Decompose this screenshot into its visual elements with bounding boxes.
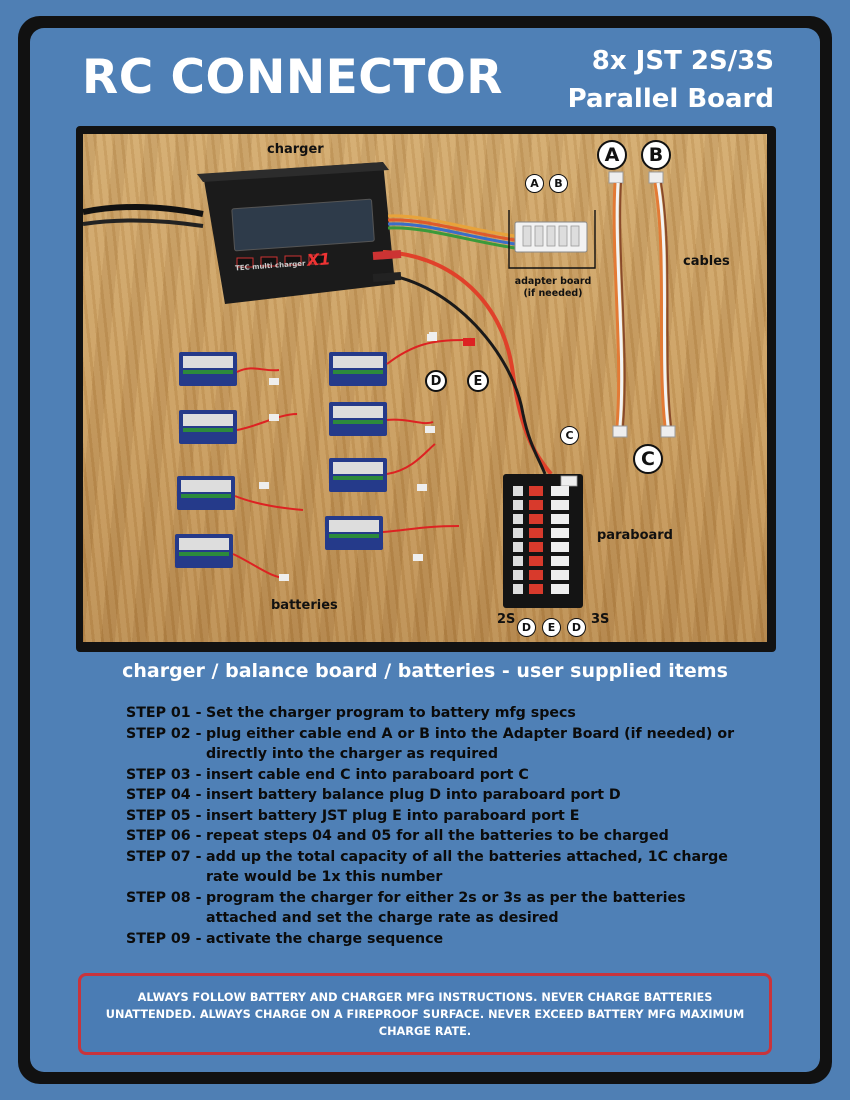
step-row: STEP 06 -repeat steps 04 and 05 for all …	[126, 826, 766, 847]
step-id: STEP 02 -	[126, 725, 202, 742]
batteries-label: batteries	[271, 598, 338, 613]
cable-a-shape	[608, 171, 628, 438]
marker-a-small: A	[525, 174, 544, 193]
step-row: STEP 03 -insert cable end C into paraboa…	[126, 765, 766, 786]
step-text: repeat steps 04 and 05 for all the batte…	[206, 828, 669, 844]
marker-d-port-2s: D	[517, 618, 536, 637]
paraboard-label: paraboard	[597, 528, 673, 543]
step-row: STEP 07 -add up the total capacity of al…	[126, 847, 766, 888]
step-id: STEP 03 -	[126, 766, 202, 783]
step-id: STEP 01 -	[126, 705, 202, 721]
step-text: add up the total capacity of all the bat…	[206, 848, 728, 886]
cables-label: cables	[683, 254, 730, 269]
adapter-board-label-line1: adapter board	[514, 276, 592, 287]
step-text: insert battery balance plug D into parab…	[206, 787, 621, 803]
step-id: STEP 06 -	[126, 828, 202, 844]
marker-c-small: C	[560, 426, 579, 445]
step-row: STEP 09 -activate the charge sequence	[126, 929, 766, 950]
marker-c-large: C	[633, 444, 663, 474]
step-row: STEP 04 -insert battery balance plug D i…	[126, 785, 766, 806]
paraboard-shape	[503, 474, 583, 608]
step-text: program the charger for either 2s or 3s …	[206, 889, 686, 927]
product-photo: charger cables adapter board (if needed)…	[83, 134, 767, 642]
step-text: Set the charger program to battery mfg s…	[206, 705, 576, 721]
cable-b-shape	[648, 171, 676, 438]
step-id: STEP 09 -	[126, 930, 202, 947]
charger-model-text: X1	[306, 249, 332, 270]
adapter-board-label: adapter board (if needed)	[509, 276, 597, 300]
step-text: plug either cable end A or B into the Ad…	[206, 725, 735, 763]
step-id: STEP 07 -	[126, 848, 202, 865]
step-id: STEP 05 -	[126, 807, 202, 824]
subtitle-line-2: Parallel Board	[567, 84, 774, 114]
page-title: RC CONNECTOR	[82, 50, 503, 105]
safety-warning-text: ALWAYS FOLLOW BATTERY AND CHARGER MFG IN…	[105, 990, 745, 1038]
main-black-lead	[382, 272, 547, 475]
label-3s: 3S	[591, 612, 610, 627]
marker-b-small: B	[549, 174, 568, 193]
charger-label: charger	[267, 142, 324, 157]
marker-e-battery: E	[467, 370, 489, 392]
step-row: STEP 01 -Set the charger program to batt…	[126, 703, 766, 724]
marker-d-battery: D	[425, 370, 447, 392]
power-cord	[83, 203, 204, 217]
step-row: STEP 08 -program the charger for either …	[126, 888, 766, 929]
marker-d-port-3s: D	[567, 618, 586, 637]
step-text: insert battery JST plug E into paraboard…	[206, 807, 580, 824]
marker-b-large: B	[641, 140, 671, 170]
steps-list: STEP 01 -Set the charger program to batt…	[126, 703, 766, 949]
supplied-items-caption: charger / balance board / batteries - us…	[122, 660, 728, 682]
adapter-board-label-line2: (if needed)	[523, 288, 583, 299]
step-text: activate the charge sequence	[206, 930, 444, 947]
step-row: STEP 05 -insert battery JST plug E into …	[126, 806, 766, 827]
marker-e-port: E	[542, 618, 561, 637]
power-cord-2	[83, 218, 204, 228]
charger-device	[197, 162, 395, 304]
step-id: STEP 08 -	[126, 889, 202, 906]
safety-warning-box: ALWAYS FOLLOW BATTERY AND CHARGER MFG IN…	[78, 973, 772, 1055]
photo-illustration	[83, 162, 676, 608]
step-row: STEP 02 -plug either cable end A or B in…	[126, 724, 766, 765]
marker-a-large: A	[597, 140, 627, 170]
product-subtitle: 8x JST 2S/3S Parallel Board	[568, 42, 774, 118]
step-text: insert cable end C into paraboard port C	[206, 766, 529, 783]
step-id: STEP 04 -	[126, 787, 202, 803]
label-2s: 2S	[497, 612, 516, 627]
subtitle-line-1: 8x JST 2S/3S	[591, 46, 774, 76]
batteries-group	[175, 334, 464, 581]
